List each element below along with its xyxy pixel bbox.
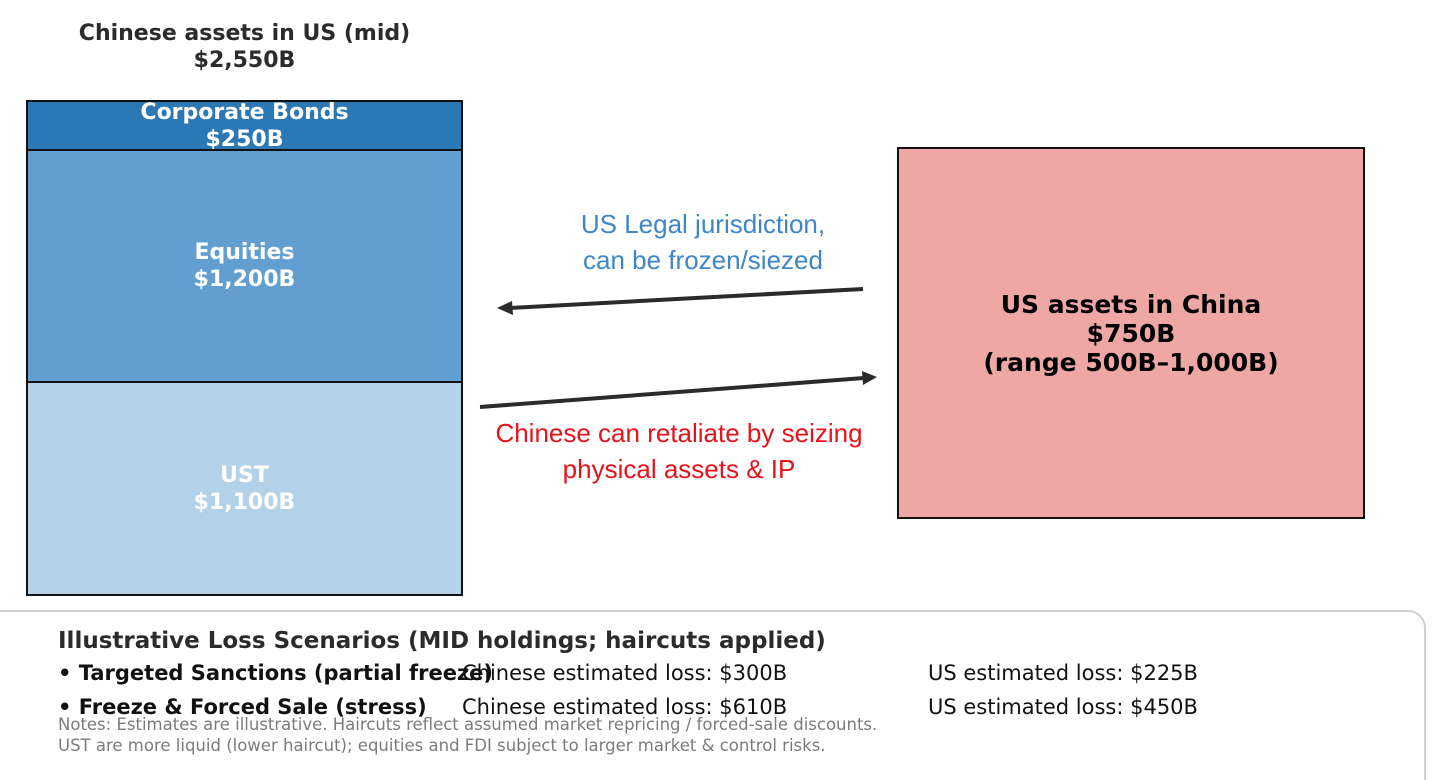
scenarios-panel	[0, 610, 1426, 780]
retaliation-note-line2: physical assets & IP	[562, 454, 796, 484]
segment-value: $250B	[205, 126, 284, 152]
segment-ust: UST $1,100B	[26, 381, 463, 596]
chinese-assets-stack: Corporate Bonds $250B Equities $1,200B U…	[26, 100, 463, 596]
segment-value: $1,100B	[193, 489, 296, 515]
us-assets-box: US assets in China $750B (range 500B–1,0…	[897, 147, 1365, 519]
segment-value: $1,200B	[193, 267, 296, 292]
segment-equities: Equities $1,200B	[26, 149, 463, 383]
segment-label: UST	[220, 462, 269, 488]
right-title: US assets in China	[1000, 289, 1262, 319]
left-total: $2,550B	[193, 48, 296, 73]
scenario-chinese-loss: Chinese estimated loss: $610B	[462, 695, 788, 719]
segment-label: Equities	[194, 240, 295, 265]
arrow-to-right	[479, 371, 877, 409]
jurisdiction-note: US Legal jurisdiction, can be frozen/sie…	[520, 206, 886, 278]
jurisdiction-note-line1: US Legal jurisdiction,	[580, 209, 826, 239]
arrowhead-right-icon	[862, 371, 877, 385]
right-value: $750B	[1086, 318, 1176, 348]
retaliation-note: Chinese can retaliate by seizing physica…	[470, 415, 888, 487]
retaliation-note-line1: Chinese can retaliate by seizing	[495, 418, 863, 448]
left-title: Chinese assets in US (mid)	[78, 21, 411, 46]
right-range: (range 500B–1,000B)	[983, 347, 1279, 377]
jurisdiction-note-line2: can be frozen/siezed	[583, 245, 823, 275]
segment-label: Corporate Bonds	[140, 99, 349, 125]
notes-line1: Notes: Estimates are illustrative. Hairc…	[58, 715, 878, 734]
left-header: Chinese assets in US (mid) $2,550B	[26, 20, 463, 74]
arrowhead-left-icon	[497, 301, 513, 315]
scenario-chinese-loss: Chinese estimated loss: $300B	[462, 661, 788, 685]
segment-corporate-bonds: Corporate Bonds $250B	[26, 99, 463, 152]
arrow-to-left	[497, 287, 864, 315]
arrow-line-left	[509, 287, 864, 310]
notes: Notes: Estimates are illustrative. Hairc…	[58, 714, 877, 756]
arrow-line-right	[479, 376, 865, 409]
scenarios-title: Illustrative Loss Scenarios (MID holding…	[58, 628, 826, 654]
notes-line2: UST are more liquid (lower haircut); equ…	[58, 736, 826, 755]
scenario-us-loss: US estimated loss: $225B	[928, 661, 1198, 685]
scenario-us-loss: US estimated loss: $450B	[928, 695, 1198, 719]
scenario-name: • Freeze & Forced Sale (stress)	[58, 695, 427, 719]
scenario-name: • Targeted Sanctions (partial freeze)	[58, 661, 494, 685]
